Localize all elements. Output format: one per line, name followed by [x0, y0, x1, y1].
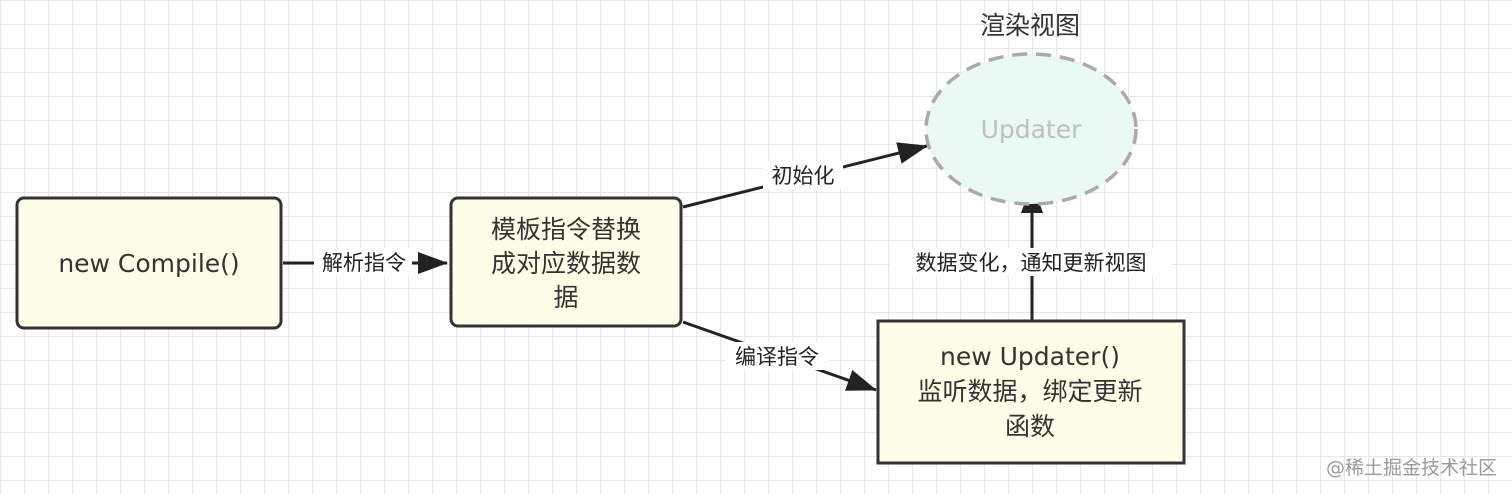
node-updater-box-line-1: new Updater()	[940, 342, 1120, 371]
node-replace-box	[449, 196, 683, 328]
edge-parse-label-bg	[314, 248, 412, 276]
node-updater-box[interactable]: new Updater() 监听数据，绑定更新 函数	[876, 319, 1186, 465]
edge-parse-label: 解析指令	[322, 251, 406, 275]
watermark-text: @稀土掘金技术社区	[1326, 457, 1497, 479]
edge-notify-label: 数据变化，通知更新视图	[916, 251, 1147, 275]
node-replace-line-3: 据	[553, 283, 578, 312]
node-updater-view-ellipse	[924, 52, 1138, 206]
node-compile[interactable]: new Compile()	[15, 196, 283, 330]
updater-view-caption: 渲染视图	[980, 11, 1080, 40]
node-updater-box-rect	[876, 319, 1186, 465]
node-updater-box-line-3: 函数	[1005, 412, 1055, 441]
edge-init-label-bg	[763, 161, 843, 189]
edge-compile-directive-label-bg	[725, 342, 829, 370]
edge-notify-label-bg	[890, 248, 1172, 276]
node-replace-line-1: 模板指令替换	[491, 215, 641, 244]
node-replace-line-2: 成对应数据数	[491, 249, 641, 278]
node-replace[interactable]: 模板指令替换 成对应数据数 据	[449, 196, 683, 328]
edge-init-label: 初始化	[772, 164, 835, 188]
node-updater-view[interactable]: Updater	[924, 52, 1138, 206]
edge-compile-directive-label: 编译指令	[735, 345, 819, 369]
node-updater-view-label: Updater	[981, 115, 1083, 144]
node-updater-box-line-2: 监听数据，绑定更新	[917, 377, 1142, 406]
node-compile-box	[15, 196, 283, 330]
node-compile-label: new Compile()	[58, 249, 239, 278]
